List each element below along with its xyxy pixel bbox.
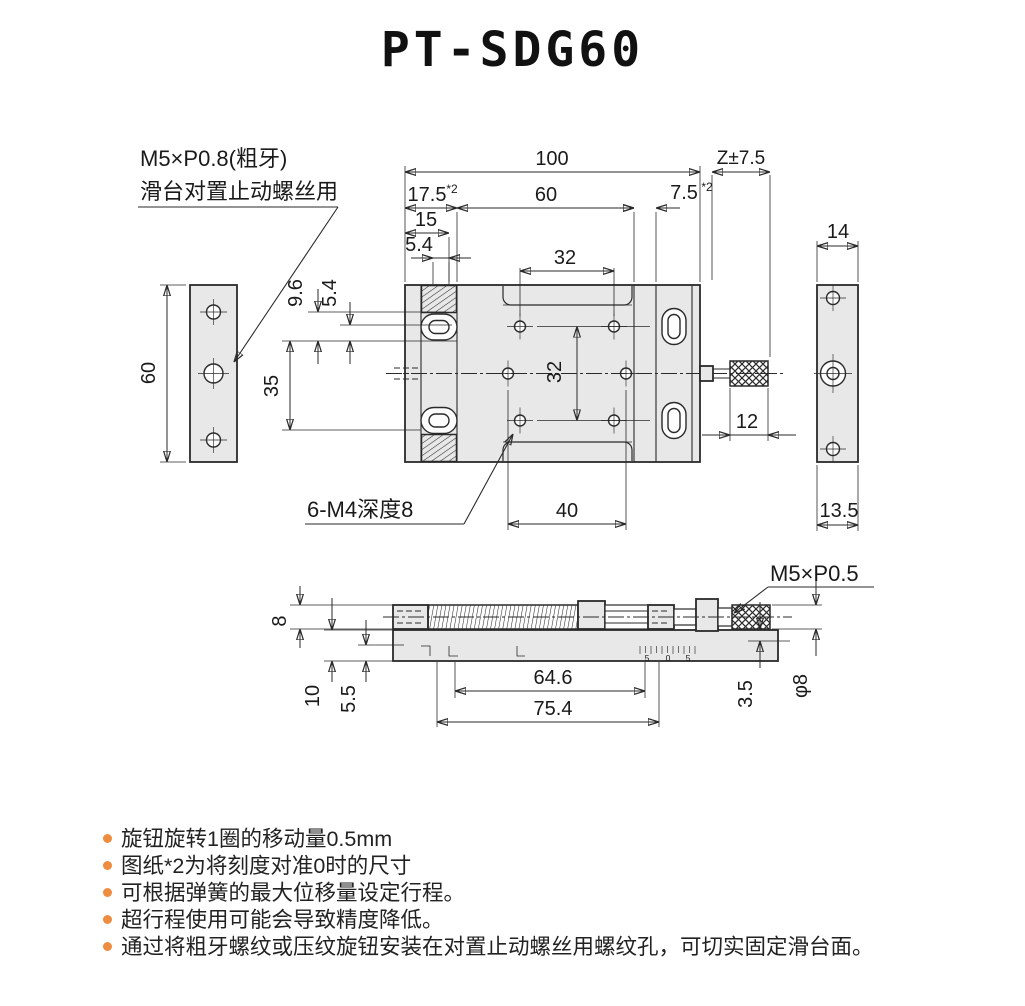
dim-13-5: 13.5 <box>820 500 859 522</box>
note-text: 旋钮旋转1圈的移动量0.5mm <box>121 827 393 851</box>
dim-slide-height: 8 <box>269 615 291 626</box>
page-title: PT-SDG60 <box>380 22 645 78</box>
right-side-view: 14 13.5 <box>814 221 859 531</box>
note-text: 超行程使用可能会导致精度降低。 <box>121 908 444 932</box>
knurl-strip-top <box>420 284 458 314</box>
technical-drawing: 60 M5×P0.8(粗牙) 滑台对置止动螺丝用 <box>138 146 874 727</box>
bullet-icon <box>103 942 112 951</box>
knob-thread-leader <box>734 586 769 613</box>
vernier-scale: 5 0 5 <box>639 646 696 663</box>
dim-right-offset-note: *2 <box>701 180 713 194</box>
dim-stage-width: 60 <box>535 184 557 206</box>
shaft-block <box>699 365 714 382</box>
dim-hole-span-mid: 40 <box>556 500 578 522</box>
dim-9-6: 9.6 <box>285 279 307 307</box>
tap-note: 6-M4深度8 40 <box>305 390 627 530</box>
dim-64-6: 64.6 <box>534 667 573 689</box>
thread-note: M5×P0.8(粗牙) 滑台对置止动螺丝用 <box>138 146 339 362</box>
dim-left-plate-height: 60 <box>138 362 160 384</box>
slide-mid-block <box>577 600 606 630</box>
scale-left: 5 <box>645 653 650 663</box>
scale-zero: 0 <box>666 653 671 663</box>
dim-overall-width: 100 <box>535 148 568 170</box>
dim-15: 15 <box>415 209 437 231</box>
knob-hub <box>695 598 719 632</box>
dim-5-5: 5.5 <box>338 685 360 713</box>
dim-travel: Z±7.5 <box>717 148 765 169</box>
dim-5-4-left: 5.4 <box>319 279 341 307</box>
bullet-icon <box>103 915 112 924</box>
knurled-knob <box>729 360 769 387</box>
note-item: 通过将粗牙螺纹或压纹旋钮安装在对置止动螺丝用螺纹孔，可切实固定滑台面。 <box>103 934 874 961</box>
notes-list: 旋钮旋转1圈的移动量0.5mm 图纸*2为将刻度对准0时的尺寸 可根据弹簧的最大… <box>103 826 874 961</box>
bullet-icon <box>103 888 112 897</box>
bullet-icon <box>103 834 112 843</box>
left-side-view: 60 <box>138 284 238 463</box>
dim-hole-span-vertical: 32 <box>544 361 566 383</box>
note-text: 通过将粗牙螺纹或压纹旋钮安装在对置止动螺丝用螺纹孔，可切实固定滑台面。 <box>121 935 874 959</box>
note-text: 图纸*2为将刻度对准0时的尺寸 <box>121 854 412 878</box>
plan-view: 32 <box>386 284 786 463</box>
dim-left-offset: 17.5 <box>408 184 447 206</box>
slot-left-bottom <box>420 406 458 435</box>
tap-note-leader <box>463 434 513 525</box>
knob-thread-note: M5×P0.5 <box>770 561 859 586</box>
dim-knob-length: 12 <box>736 411 758 433</box>
note-item: 旋钮旋转1圈的移动量0.5mm <box>103 826 874 853</box>
dim-3-5: 3.5 <box>735 680 757 708</box>
dim-35: 35 <box>261 375 283 397</box>
dim-right-plate-width: 14 <box>827 221 849 243</box>
plan-left-dimensions: 9.6 5.4 35 <box>261 279 457 431</box>
plan-top-dimensions: 100 Z±7.5 17.5 *2 60 7.5 *2 15 <box>404 148 771 357</box>
note-item: 可根据弹簧的最大位移量设定行程。 <box>103 880 874 907</box>
dim-right-offset: 7.5 <box>670 182 698 204</box>
dim-hole-span-top: 32 <box>554 247 576 269</box>
thread-note-leader <box>234 206 339 362</box>
knurl-strip-bottom <box>420 433 458 463</box>
scale-right: 5 <box>686 653 691 663</box>
note-text: 可根据弹簧的最大位移量设定行程。 <box>121 881 466 905</box>
dim-75-4: 75.4 <box>534 698 573 720</box>
note-item: 超行程使用可能会导致精度降低。 <box>103 907 874 934</box>
note-item: 图纸*2为将刻度对准0时的尺寸 <box>103 853 874 880</box>
slot-left-top <box>420 313 458 341</box>
dim-base-height: 10 <box>302 685 324 707</box>
dim-5-4-top: 5.4 <box>405 234 433 256</box>
thread-note-line1: M5×P0.8(粗牙) <box>140 146 287 171</box>
knob-dimension: 12 <box>702 388 796 441</box>
thread-note-line2: 滑台对置止动螺丝用 <box>140 179 338 204</box>
front-view: 5 0 5 8 10 5.5 φ8 <box>269 561 874 727</box>
tap-note-text: 6-M4深度8 <box>307 497 413 522</box>
dim-knob-diameter: φ8 <box>790 674 812 698</box>
dim-left-offset-note: *2 <box>446 182 458 196</box>
bullet-icon <box>103 861 112 870</box>
